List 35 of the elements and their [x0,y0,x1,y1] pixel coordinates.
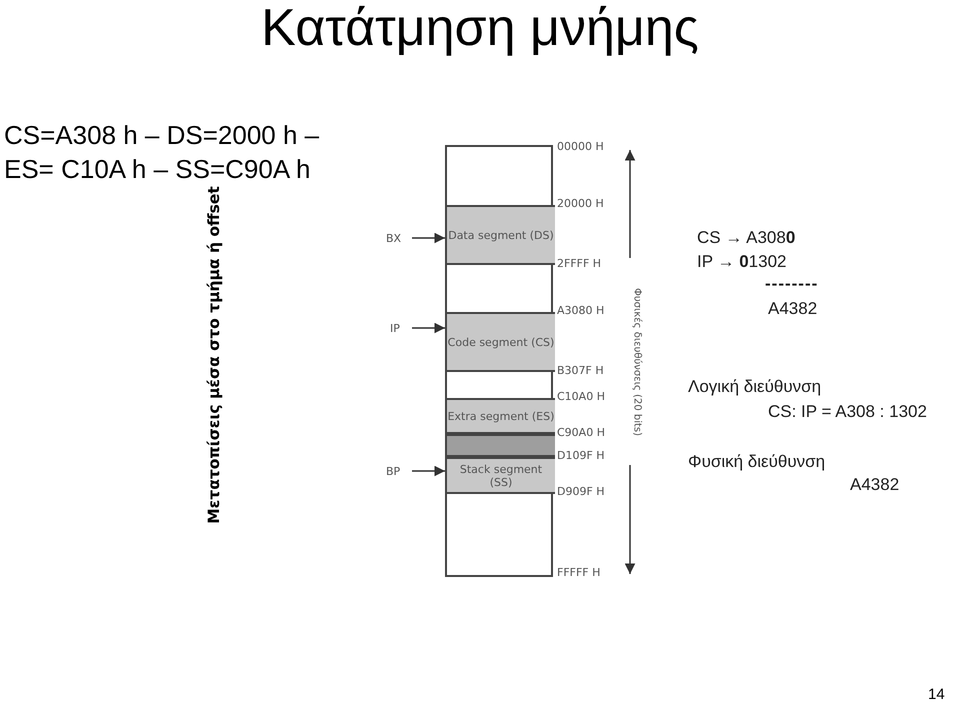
arrow [412,466,445,476]
address-label: 00000 H [557,140,604,153]
register-label: IP [390,319,410,337]
segment-block: Stack segment (SS) [447,457,555,494]
register-label: BP [386,462,410,480]
arrow [412,322,445,334]
overlap-band [447,434,555,457]
separator-line: -------- [765,274,818,294]
page-number: 14 [928,686,945,703]
segment-block: Data segment (DS) [447,205,555,265]
arrow [412,232,445,244]
calculation-line: CS → A3080 [697,228,796,248]
address-label: D909F H [557,485,605,498]
address-label: FFFFF H [557,566,600,579]
address-label: A3080 H [557,304,604,317]
axis-title: Μετατοπίσεις μέσα στο τμήμα ή offset [205,186,223,524]
address-label: C90A0 H [557,426,605,439]
register-values: CS=A308 h – DS=2000 h – ES= C10A h – SS=C90A h [4,119,320,186]
address-label: C10A0 H [557,390,605,403]
register-label: BX [386,229,410,247]
address-label: B307F H [557,364,604,377]
heading-text: Φυσική διεύθυνση [688,452,826,472]
title: Κατάτμηση μνήμης [260,0,700,58]
address-label: D109F H [557,449,605,462]
heading-text: Λογική διεύθυνση [688,377,822,397]
calculation-line: IP → 01302 [697,252,786,272]
address-text: CS: IP = A308 : 1302 [768,402,927,422]
address-text: A4382 [850,475,900,495]
calculation-result: A4382 [768,299,818,319]
segment-block: Extra segment (ES) [447,398,555,434]
segment-block: Code segment (CS) [447,312,555,372]
memory-column [445,145,553,577]
axis-title: Φυσικές διευθύνσεις (20 bits) [632,288,642,436]
address-label: 20000 H [557,197,604,210]
address-label: 2FFFF H [557,257,602,270]
